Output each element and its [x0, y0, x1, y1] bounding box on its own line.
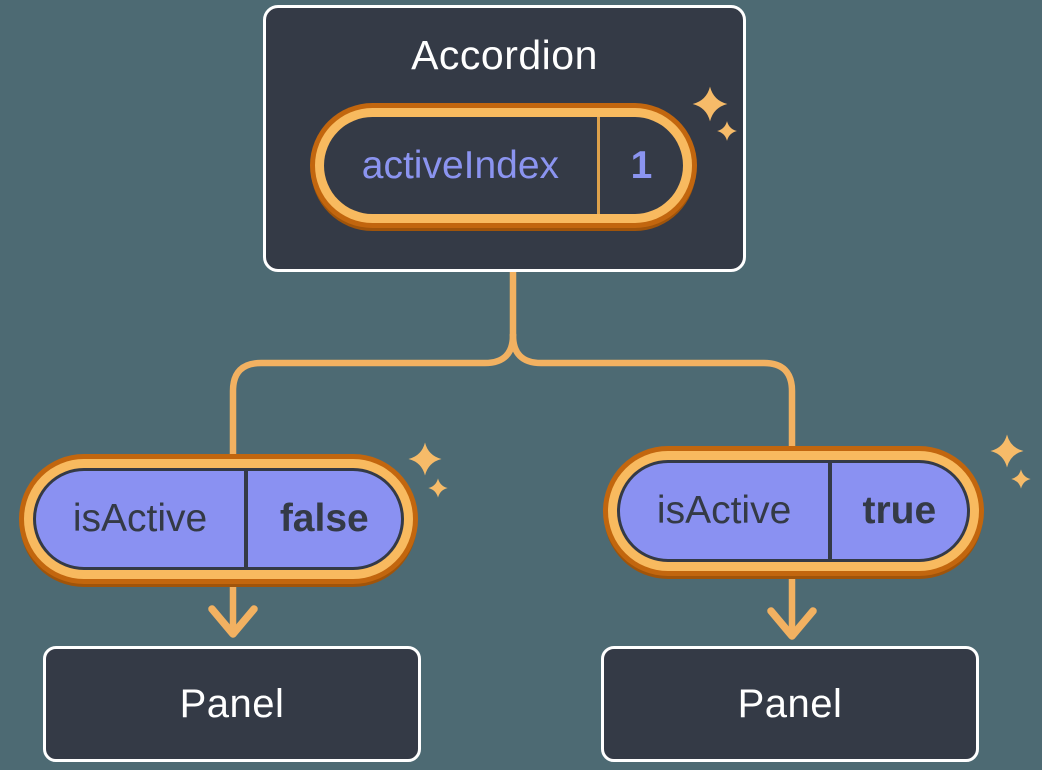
prop-pill-label: isActive: [656, 489, 792, 532]
state-pill-body: activeIndex 1: [324, 117, 683, 214]
panel-title: Panel: [179, 681, 285, 726]
prop-pill-label: isActive: [72, 497, 208, 540]
sparkle-icon: [990, 434, 1024, 468]
state-pill-label: activeIndex: [361, 143, 560, 187]
prop-pill-isactive-left: isActive false: [19, 454, 418, 584]
panel-title: Panel: [737, 681, 843, 726]
connector-branch-right: [509, 331, 796, 635]
prop-pill-value: true: [862, 489, 937, 532]
state-pill-value: 1: [630, 143, 653, 187]
sparkle-icon: [692, 86, 728, 122]
sparkle-icon: [408, 442, 442, 476]
prop-pill-isactive-right: isActive true: [603, 446, 984, 576]
prop-pill-body: isActive false: [33, 468, 404, 570]
prop-pill-body: isActive true: [617, 460, 970, 562]
sparkle-icon: [428, 478, 448, 498]
connector-branch-left: [229, 331, 517, 633]
accordion-title: Accordion: [411, 32, 598, 78]
arrow-down-icon: [767, 607, 817, 640]
sparkle-icon: [1011, 469, 1031, 489]
prop-pill-divider: [244, 471, 248, 567]
state-pill-divider: [596, 117, 600, 214]
panel-node-left: Panel: [43, 646, 421, 762]
prop-pill-value: false: [279, 497, 369, 540]
state-pill-activeindex: activeIndex 1: [310, 103, 697, 228]
panel-node-right: Panel: [601, 646, 979, 762]
prop-pill-divider: [828, 463, 832, 559]
sparkle-icon: [717, 121, 737, 141]
arrow-down-icon: [208, 605, 258, 638]
